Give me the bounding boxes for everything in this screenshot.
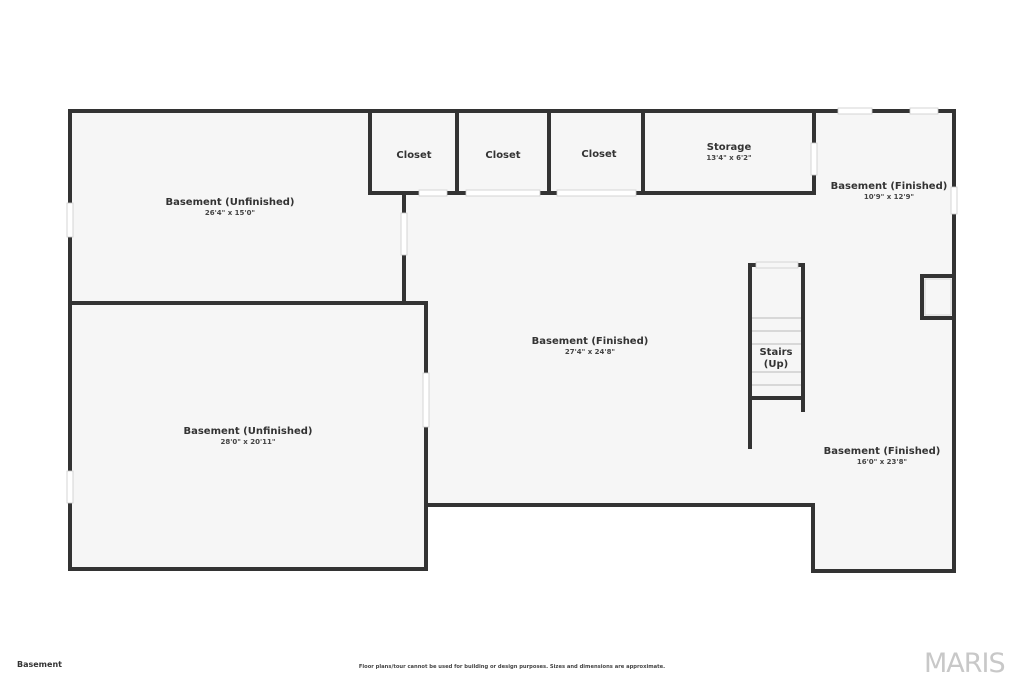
- doorway: [418, 189, 448, 197]
- room-name: Basement (Finished): [831, 181, 948, 192]
- window: [950, 186, 958, 215]
- window: [924, 278, 952, 316]
- doorway: [465, 189, 541, 197]
- doorway: [810, 142, 818, 176]
- disclaimer: Floor plans/tour cannot be used for buil…: [358, 664, 666, 670]
- floor-outline: [70, 111, 954, 571]
- room-dimensions: 16'0" x 23'8": [857, 458, 907, 466]
- room-name: Closet: [581, 149, 616, 160]
- room-dimensions: 13'4" x 6'2": [706, 154, 751, 162]
- room-name: Closet: [396, 150, 431, 161]
- openings: [66, 107, 958, 504]
- floor-label: Basement: [17, 660, 62, 669]
- wall: [920, 274, 956, 320]
- room-dimensions: 27'4" x 24'8": [565, 348, 615, 356]
- room-name: Basement (Unfinished): [183, 426, 312, 437]
- brand-logo: MARIS: [924, 648, 1006, 679]
- room-name: Basement (Finished): [824, 446, 941, 457]
- stairs-label: Stairs: [759, 347, 792, 358]
- stair-treads: [752, 317, 801, 386]
- window: [909, 107, 939, 115]
- outer-wall: [68, 109, 956, 573]
- stairs-direction: (Up): [764, 359, 788, 370]
- room-dimensions: 28'0" x 20'11": [220, 438, 275, 446]
- room-name: Storage: [707, 142, 752, 153]
- room-name: Closet: [485, 150, 520, 161]
- window: [66, 470, 74, 504]
- window: [837, 107, 873, 115]
- stair-landing: [755, 261, 799, 269]
- window: [66, 202, 74, 238]
- room-name: Basement (Finished): [532, 336, 649, 347]
- floor-fills: [70, 111, 954, 571]
- room-dimensions: 10'9" x 12'9": [864, 193, 914, 201]
- room-dimensions: 26'4" x 15'0": [205, 209, 255, 217]
- room-labels: Basement (Unfinished) 26'4" x 15'0" Base…: [165, 142, 947, 466]
- room-name: Basement (Unfinished): [165, 197, 294, 208]
- doorway: [556, 189, 637, 197]
- doorway: [400, 212, 408, 256]
- window: [422, 372, 430, 428]
